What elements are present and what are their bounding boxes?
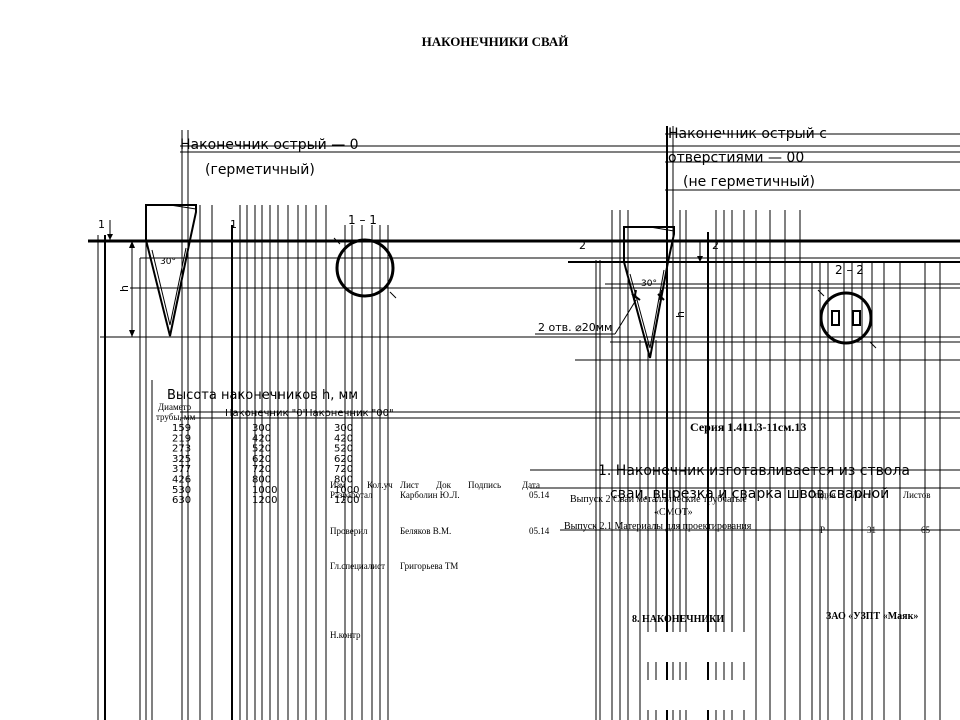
table-cell-diameter: 159: [172, 423, 191, 434]
left-tip-dim-h: h: [118, 285, 131, 292]
stamp-issue-2: Выпуск 2.1 Материалы для проектирования: [564, 521, 752, 532]
table-rows: 159 300 300 219 420 420 273 520 520 325 620 620 377 7…: [172, 423, 359, 506]
right-tip-profile: [623, 226, 675, 359]
tip-height-table: Высота наконечников h, мм Диаметр трубы,…: [156, 388, 394, 506]
stamp-header-kol: Кол.уч: [367, 480, 393, 490]
stamp-role-3: Гл.специалист: [330, 561, 385, 571]
drawing-note: 1. Наконечник изготавливается из ствола …: [598, 463, 910, 502]
stamp-header-stadia: Стадия: [808, 490, 835, 500]
stamp-sheet-title: 8. НАКОНЕЧНИКИ: [632, 614, 724, 625]
table-cell-h0: 520: [252, 444, 271, 455]
table-cell-h0: 620: [252, 454, 271, 465]
stamp-stadia: Р: [820, 525, 825, 535]
stamp-header-izm: Изм: [330, 480, 346, 490]
note-line-2: сваи, вырезка и сварка швов сварной: [610, 486, 889, 502]
table-col-diameter-2: трубы, мм: [156, 412, 196, 422]
stamp-company: ЗАО «УЗПТ «Маяк»: [826, 611, 918, 622]
left-section-mark-b: 1: [230, 218, 237, 231]
stamp-name-3: Григорьева ТМ: [400, 561, 458, 571]
table-cell-h0: 300: [252, 423, 271, 434]
table-cell-diameter: 273: [172, 444, 191, 455]
right-tip-dim-h: h: [674, 311, 687, 318]
stamp-header-dok: Док: [436, 480, 452, 490]
stamp-header-podpis: Подпись: [468, 480, 501, 490]
stamp-name-2: Беляков В.М.: [400, 526, 451, 536]
table-col-diameter-1: Диаметр: [158, 402, 192, 412]
left-section-circle: [335, 238, 395, 298]
right-tip-label-line2: отверстиями — 00: [668, 150, 804, 166]
table-cell-diameter: 530: [172, 485, 191, 496]
right-tip-drawing: Наконечник острый с отверстиями — 00 (не…: [535, 126, 877, 359]
right-tip-holes-note: 2 отв. ⌀20мм: [538, 321, 612, 334]
left-tip-label-line1: Наконечник острый — 0: [180, 137, 359, 153]
horizontal-grid-lines: [88, 133, 960, 531]
table-cell-h00: 1000: [334, 485, 359, 496]
stamp-role-4: Н.контр: [330, 630, 361, 640]
stamp-header-list: Лист: [400, 480, 419, 490]
table-cell-diameter: 377: [172, 464, 191, 475]
table-col-type-2: Наконечник "00": [305, 408, 394, 419]
right-tip-label-line1: Наконечник острый с: [668, 126, 827, 142]
table-cell-h0: 720: [252, 464, 271, 475]
stamp-role-2: Проверил: [330, 526, 368, 536]
left-section-mark-a: 1: [98, 218, 105, 231]
table-cell-diameter: 630: [172, 495, 191, 506]
table-cell-h00: 300: [334, 423, 353, 434]
table-cell-h00: 620: [334, 454, 353, 465]
table-col-type-1: Наконечник "0": [225, 408, 307, 419]
right-section-label: 2 – 2: [835, 263, 864, 277]
stamp-issue-1-line-1: Выпуск 2 Сваи металлические трубчатые: [570, 494, 747, 505]
vertical-grid-lines: [97, 126, 941, 720]
table-cell-h0: 420: [252, 433, 271, 444]
table-cell-h00: 420: [334, 433, 353, 444]
left-tip-drawing: Наконечник острый — 0 (герметичный) 1 1 …: [98, 137, 397, 337]
stamp-date-1: 05.14: [529, 490, 550, 500]
stamp-header-data: Дата: [522, 480, 540, 490]
right-section-mark-b: 2: [712, 239, 719, 252]
table-cell-h00: 720: [334, 464, 353, 475]
left-tip-label-line2: (герметичный): [205, 162, 315, 178]
table-cell-h0: 800: [252, 475, 271, 486]
stamp-date-2: 05.14: [529, 526, 550, 536]
table-cell-h0: 1200: [252, 495, 277, 506]
table-cell-h00: 520: [334, 444, 353, 455]
table-cell-diameter: 325: [172, 454, 191, 465]
table-caption: Высота наконечников h, мм: [167, 388, 358, 403]
table-cell-h0: 1000: [252, 485, 277, 496]
stamp-sheets: 65: [921, 525, 931, 535]
table-cell-h00: 800: [334, 475, 353, 486]
right-section-circle: [819, 291, 873, 345]
table-cell-diameter: 426: [172, 475, 191, 486]
title-block: Серия 1.411.3-11см.13 Выпуск 2 Сваи мета…: [330, 420, 931, 710]
left-tip-angle: 30°: [160, 257, 176, 267]
stamp-series: Серия 1.411.3-11см.13: [690, 420, 806, 434]
right-section-mark-a: 2: [579, 239, 586, 252]
table-cell-h00: 1200: [334, 495, 359, 506]
page-title: НАКОНЕЧНИКИ СВАЙ: [422, 34, 569, 49]
note-line-1: 1. Наконечник изготавливается из ствола: [598, 463, 910, 479]
stamp-sheet: 31: [867, 525, 876, 535]
table-cell-diameter: 219: [172, 433, 191, 444]
stamp-role-1: Разработал: [330, 490, 373, 500]
left-section-label: 1 – 1: [348, 213, 377, 227]
stamp-header-sheets: Листов: [903, 490, 930, 500]
left-tip-profile: [145, 204, 197, 337]
stamp-issue-1-line-2: «СМОТ»: [654, 507, 693, 518]
stamp-header-sheet: Лист: [852, 490, 871, 500]
right-tip-angle: 30°: [641, 279, 657, 289]
stamp-name-1: Карболин Ю.Л.: [400, 490, 460, 500]
right-tip-label-line3: (не герметичный): [683, 174, 815, 190]
